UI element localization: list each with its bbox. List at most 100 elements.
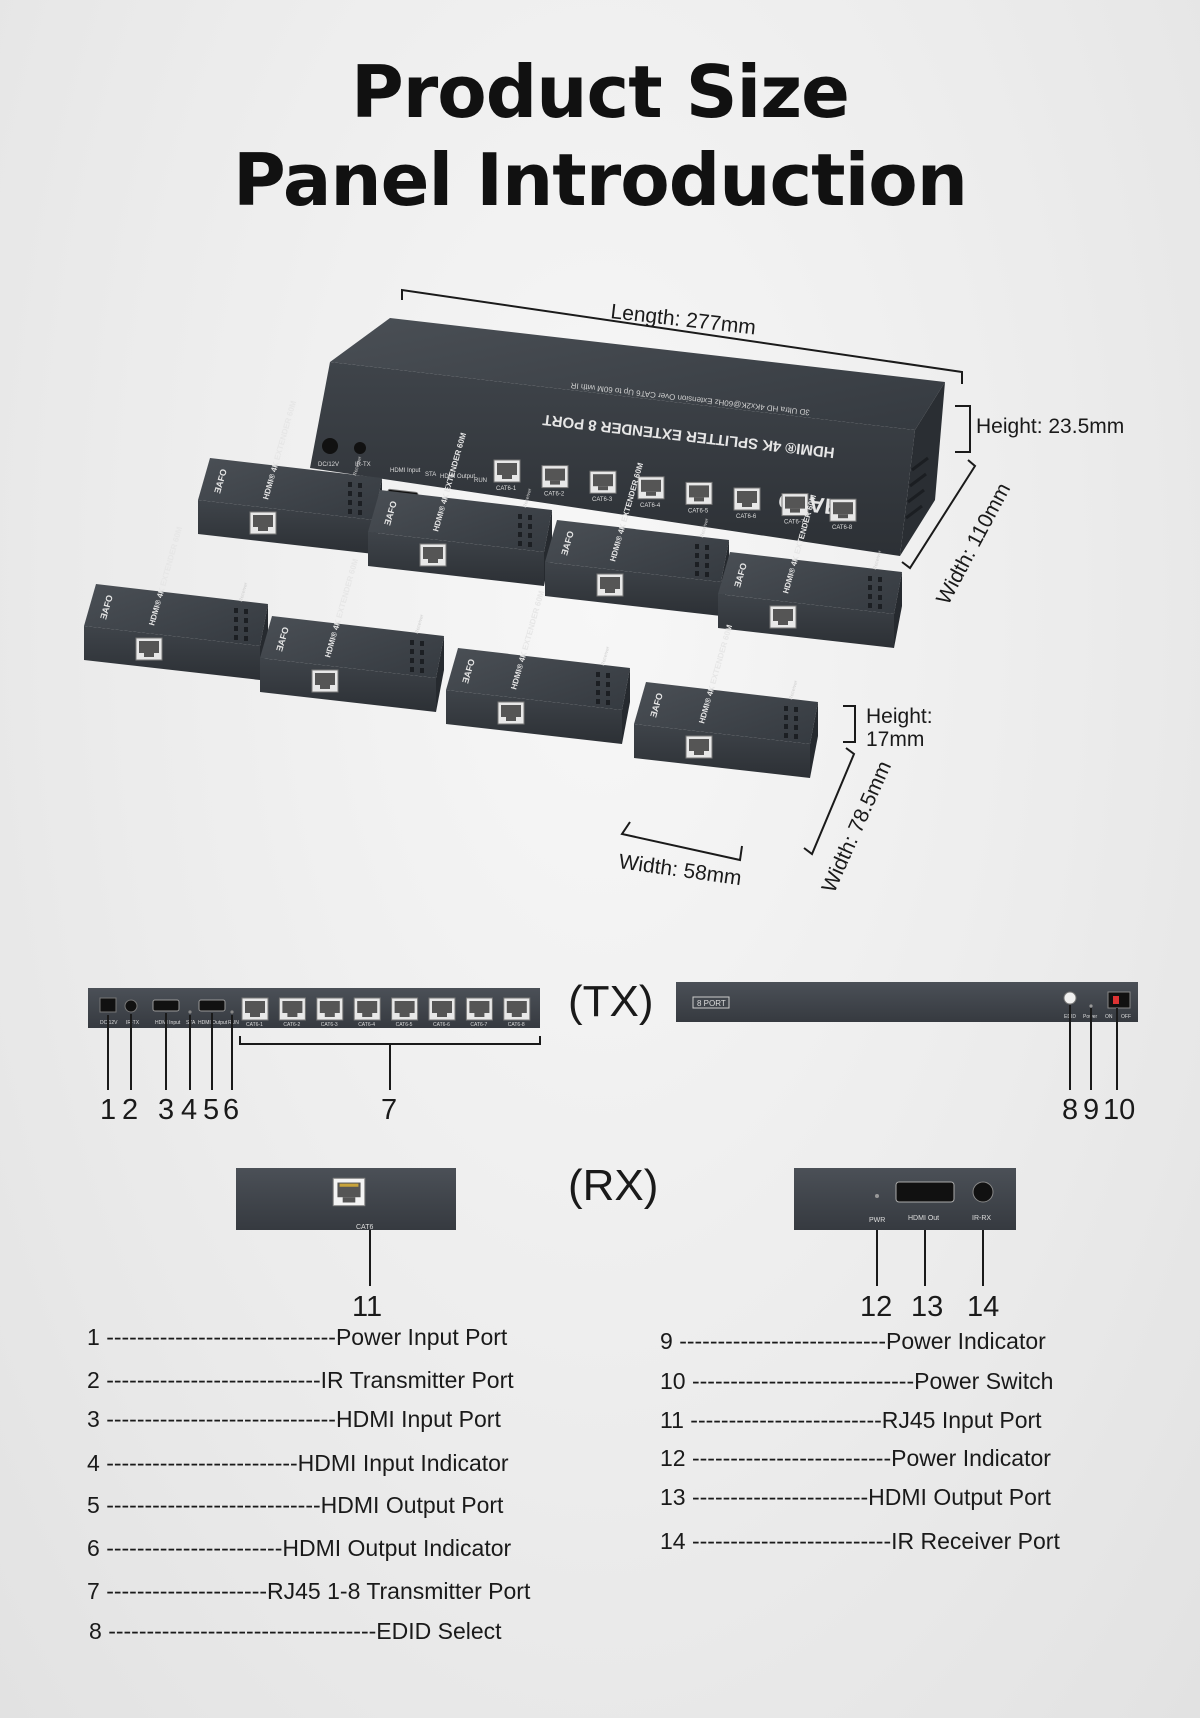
legend-item-11: 11 ------------------------- RJ45 Input … xyxy=(660,1407,1042,1434)
legend-label: HDMI Input Indicator xyxy=(297,1450,509,1476)
cat-port-3 xyxy=(316,997,344,1021)
rx-side-label: Receiver xyxy=(600,646,611,667)
cat-port-5 xyxy=(391,997,419,1021)
cat-port-2 xyxy=(278,997,306,1021)
rx-side-label: Receiver xyxy=(414,614,425,635)
callout-13: 13 xyxy=(911,1291,943,1323)
tx-unit-3d: HDMI® 4K SPLITTER EXTENDER 8 PORT 3D Ult… xyxy=(310,318,945,556)
cat-port-3d-label: CAT6-5 xyxy=(688,508,709,514)
cat-port-4 xyxy=(353,997,381,1021)
rx-pwr-label: PWR xyxy=(869,1217,885,1224)
page-title-line1: Product Size xyxy=(351,50,850,134)
callout-11: 11 xyxy=(352,1291,382,1323)
legend-label: Power Input Port xyxy=(335,1324,508,1350)
legend-dashes: ------------------------------ xyxy=(106,1324,336,1350)
legend-dashes: ----------------------------------- xyxy=(108,1618,377,1644)
legend-item-7: 7 ---------------------RJ45 1-8 Transmit… xyxy=(87,1578,530,1605)
cat-port-8 xyxy=(503,997,531,1021)
legend-num: 4 xyxy=(87,1450,100,1476)
legend-dashes: --------------------- xyxy=(106,1578,268,1604)
edid-button xyxy=(1063,991,1077,1005)
legend-item-5: 5 ----------------------------HDMI Outpu… xyxy=(87,1492,503,1519)
tx-port-label-3d: DC/12V xyxy=(318,462,339,468)
tx-port-label-3d: HDMI Input xyxy=(390,468,421,474)
tx-port-label: RUN xyxy=(228,1020,239,1026)
height-tx-label: Height: 23.5mm xyxy=(976,415,1124,438)
tx-port-label: HDMI Input xyxy=(155,1020,181,1026)
hdmi-output-port xyxy=(198,999,226,1012)
tx-back-panel: 8 PORT EDID Power ON OFF xyxy=(676,982,1138,1022)
cat-port-label: CAT6-3 xyxy=(321,1022,338,1028)
height-rx-label-line2: 17mm xyxy=(866,728,924,751)
rx-hdmi-out-port xyxy=(895,1181,955,1203)
legend-dashes: -------------------------- xyxy=(691,1445,892,1471)
length-label: Length: 277mm xyxy=(609,300,757,339)
legend-item-8: 8 -----------------------------------EDI… xyxy=(89,1618,502,1645)
cat-port-3d-3 xyxy=(589,470,617,494)
cat-port-3d-label: CAT6-7 xyxy=(784,520,805,526)
rx-pwr-led xyxy=(875,1194,879,1198)
legend-num: 5 xyxy=(87,1492,100,1518)
tx-section-label: (TX) xyxy=(568,977,654,1026)
rx-side-label: Receiver xyxy=(788,680,799,701)
cat-port-label: CAT6-2 xyxy=(283,1022,300,1028)
callout-8: 8 xyxy=(1062,1094,1078,1126)
callout-14: 14 xyxy=(967,1291,999,1323)
rx-side-label: Receiver xyxy=(352,456,363,477)
legend-label: Power Switch xyxy=(914,1368,1054,1394)
rx-side-label: Receiver xyxy=(872,550,883,571)
legend-num: 6 xyxy=(87,1535,100,1561)
legend-item-10: 10 -----------------------------Power Sw… xyxy=(660,1368,1053,1395)
rx-ir-port xyxy=(972,1181,994,1203)
callout-6: 6 xyxy=(223,1094,239,1126)
height-rx-label-line1: Height: xyxy=(866,705,933,728)
legend-dashes: --------------------------- xyxy=(679,1328,886,1354)
rx-side-label: Receiver xyxy=(238,582,249,603)
legend-num: 14 xyxy=(660,1528,686,1554)
legend-num: 13 xyxy=(660,1484,686,1510)
legend-dashes: ---------------------------- xyxy=(106,1492,321,1518)
legend-dashes: ---------------------------- xyxy=(106,1367,321,1393)
legend-label: IR Receiver Port xyxy=(891,1528,1060,1554)
legend-label: Power Indicator xyxy=(886,1328,1046,1354)
rx-cat6-label: CAT6 xyxy=(356,1224,373,1231)
tx-port-label-3d: IR-TX xyxy=(355,462,371,468)
legend-num: 8 xyxy=(89,1618,102,1644)
callout-5: 5 xyxy=(203,1094,219,1126)
power-indicator xyxy=(1089,1004,1093,1008)
legend-label: HDMI Input Port xyxy=(335,1406,501,1432)
legend-label: RJ45 1-8 Transmitter Port xyxy=(267,1578,531,1604)
cat-port-label: CAT6-4 xyxy=(358,1022,375,1028)
rx-ir-label: IR-RX xyxy=(972,1215,991,1222)
rx-front-panel: CAT6 xyxy=(236,1168,456,1231)
callout-12: 12 xyxy=(860,1291,892,1323)
cat-port-label: CAT6-6 xyxy=(433,1022,450,1028)
cat-port-3d-5 xyxy=(685,481,713,505)
cat-port-1 xyxy=(241,997,269,1021)
legend-label: IR Transmitter Port xyxy=(320,1367,514,1393)
cat-port-3d-label: CAT6-4 xyxy=(640,503,661,509)
legend-dashes: ----------------------- xyxy=(691,1484,869,1510)
hdmi-output-indicator xyxy=(230,1010,234,1014)
tx-port-label: STA xyxy=(186,1020,196,1026)
back-badge: 8 PORT xyxy=(697,999,726,1008)
legend-dashes: -------------------------- xyxy=(691,1528,892,1554)
legend-dashes: ------------------------- xyxy=(690,1407,882,1433)
callout-1: 1 xyxy=(100,1094,116,1126)
tx-port-label-3d: HDMI Output xyxy=(440,474,475,480)
legend-num: 1 xyxy=(87,1324,100,1350)
legend-item-12: 12 --------------------------Power Indic… xyxy=(660,1445,1051,1472)
off-label: OFF xyxy=(1121,1014,1131,1020)
legend-label: HDMI Output Port xyxy=(868,1484,1051,1510)
rx-hdmi-out-label: HDMI Out xyxy=(908,1215,939,1222)
legend-item-9: 9 ---------------------------Power Indic… xyxy=(660,1328,1046,1355)
dc-power-port xyxy=(99,997,117,1013)
legend-label: HDMI Output Port xyxy=(320,1492,504,1518)
